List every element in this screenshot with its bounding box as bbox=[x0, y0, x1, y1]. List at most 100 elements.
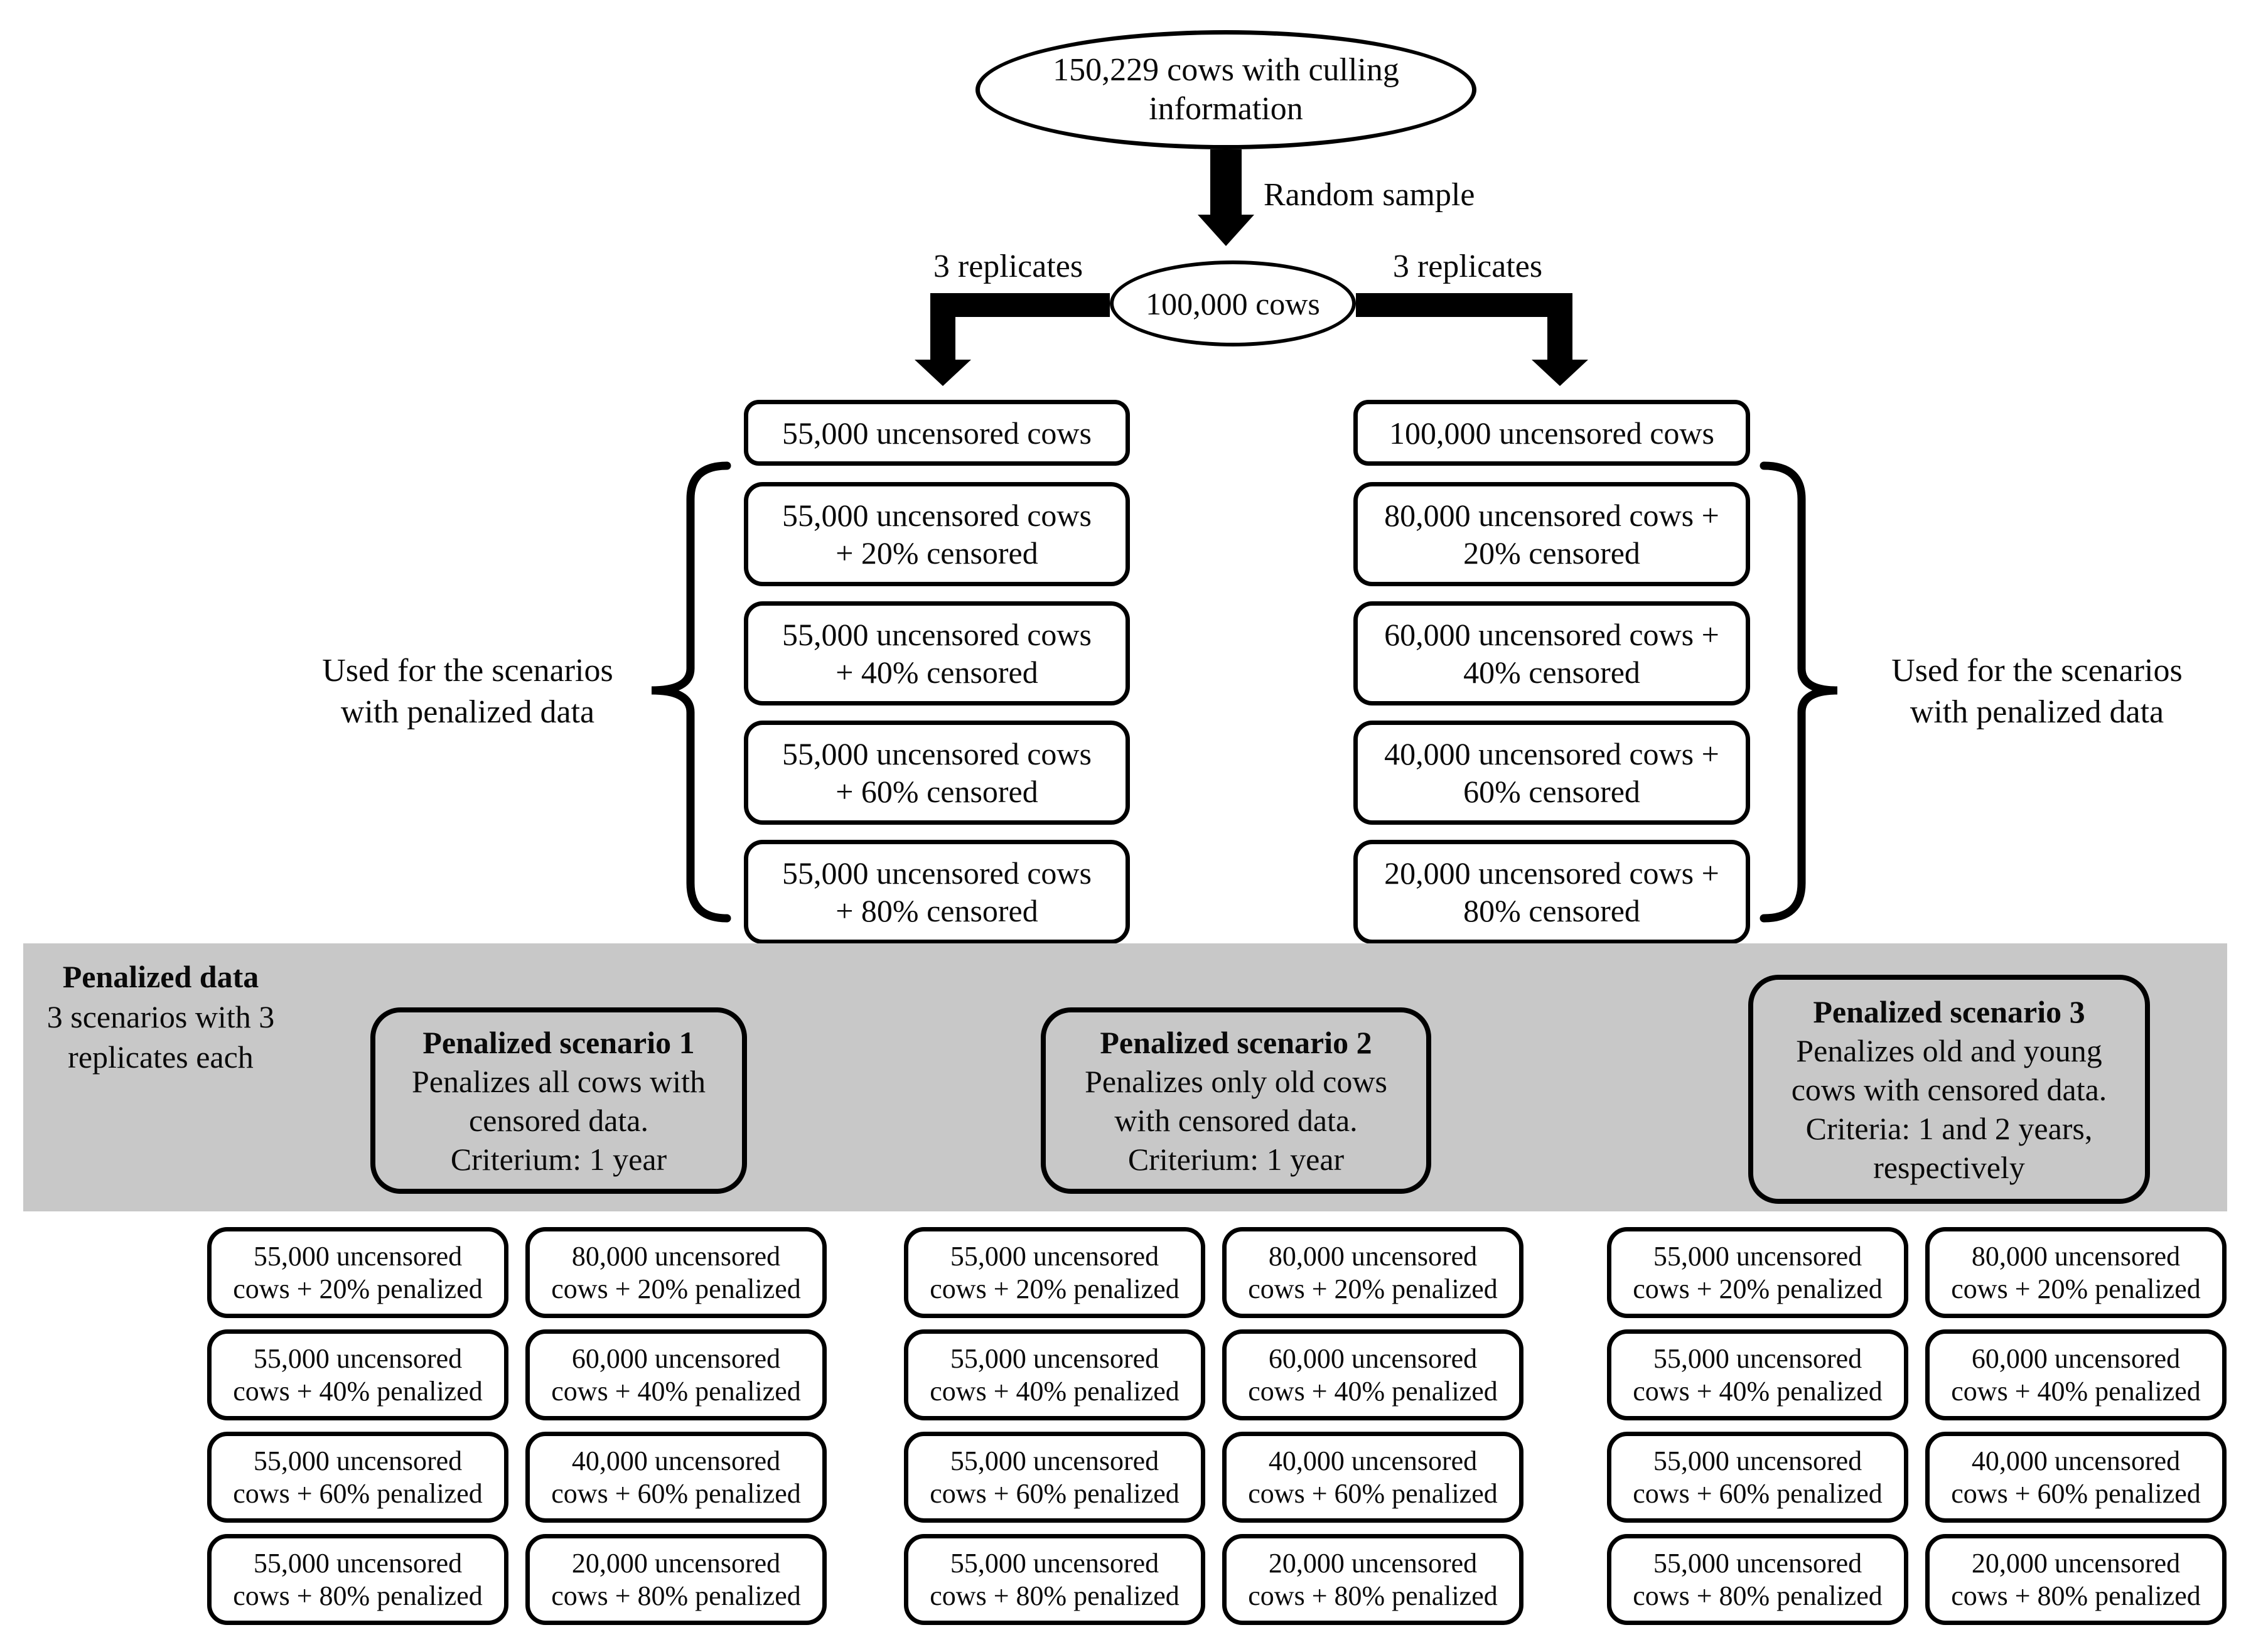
right-censored-box-20: 80,000 uncensored cows + 20% censored bbox=[1353, 482, 1750, 586]
box-line: + 40% censored bbox=[836, 655, 1038, 690]
penalized-band-header: Penalized data 3 scenarios with 3 replic… bbox=[23, 957, 299, 1077]
replicates-left-label: 3 replicates bbox=[933, 249, 1083, 284]
pbox-line: 40,000 uncensored bbox=[571, 1445, 781, 1476]
right-censored-box-60: 40,000 uncensored cows + 60% censored bbox=[1353, 721, 1750, 825]
right-censored-box-40: 60,000 uncensored cows + 40% censored bbox=[1353, 601, 1750, 705]
brace-label-line: with penalized data bbox=[1910, 694, 2164, 730]
pbox-line: cows + 80% penalized bbox=[233, 1580, 483, 1611]
pbox-line: 20,000 uncensored bbox=[1971, 1547, 2181, 1579]
pbox-line: cows + 20% penalized bbox=[1951, 1273, 2201, 1304]
box-line: 60,000 uncensored cows + bbox=[1384, 617, 1719, 652]
pbox-line: 55,000 uncensored bbox=[950, 1445, 1159, 1476]
scenario-line: Penalizes all cows with bbox=[412, 1063, 706, 1099]
scenario-line: respectively bbox=[1873, 1149, 2025, 1185]
box-line: 40,000 uncensored cows + bbox=[1384, 736, 1719, 771]
left-censored-box-80: 55,000 uncensored cows + 80% censored bbox=[744, 840, 1130, 944]
sample-ellipse: 100,000 cows bbox=[1110, 260, 1356, 346]
brace-label-line: with penalized data bbox=[340, 694, 595, 730]
box-line: 55,000 uncensored cows bbox=[782, 617, 1092, 652]
pbox-line: cows + 80% penalized bbox=[551, 1580, 801, 1611]
brace-label-line: Used for the scenarios bbox=[1891, 653, 2183, 689]
left-base-box: 55,000 uncensored cows bbox=[744, 400, 1130, 466]
box-line: 40% censored bbox=[1463, 655, 1640, 690]
pbox-line: 80,000 uncensored bbox=[1971, 1240, 2181, 1272]
scenario-line: Criterium: 1 year bbox=[450, 1141, 667, 1177]
pbox-line: 55,000 uncensored bbox=[253, 1343, 463, 1374]
box-line: + 20% censored bbox=[836, 535, 1038, 571]
box-line: 20% censored bbox=[1463, 535, 1640, 571]
pbox-line: cows + 40% penalized bbox=[930, 1375, 1179, 1407]
box-line: 80,000 uncensored cows + bbox=[1384, 498, 1719, 533]
pbox-line: cows + 80% penalized bbox=[930, 1580, 1179, 1611]
pbox-line: cows + 20% penalized bbox=[1248, 1273, 1498, 1304]
box-line: 55,000 uncensored cows bbox=[782, 856, 1092, 891]
pbox-line: cows + 60% penalized bbox=[930, 1478, 1179, 1509]
scenario-line: Penalizes only old cows bbox=[1085, 1063, 1387, 1099]
pbox-line: cows + 80% penalized bbox=[1951, 1580, 2201, 1611]
left-censored-box-40: 55,000 uncensored cows + 40% censored bbox=[744, 601, 1130, 705]
down-arrow-head bbox=[1198, 215, 1254, 246]
source-ellipse-line2: information bbox=[1149, 91, 1303, 127]
band-header-line3: replicates each bbox=[68, 1039, 254, 1075]
pbox-line: 60,000 uncensored bbox=[571, 1343, 781, 1374]
pbox-line: cows + 40% penalized bbox=[1248, 1375, 1498, 1407]
pbox-line: 20,000 uncensored bbox=[1268, 1547, 1478, 1579]
right-brace bbox=[1760, 461, 1838, 923]
pbox-line: 60,000 uncensored bbox=[1971, 1343, 2181, 1374]
right-base-box: 100,000 uncensored cows bbox=[1353, 400, 1750, 466]
box-line: + 80% censored bbox=[836, 893, 1038, 928]
pbox-line: cows + 60% penalized bbox=[1248, 1478, 1498, 1509]
pbox-line: 55,000 uncensored bbox=[253, 1240, 463, 1272]
left-brace-label: Used for the scenarios with penalized da… bbox=[279, 650, 656, 733]
scenario-line: Criteria: 1 and 2 years, bbox=[1805, 1110, 2093, 1146]
pbox-line: cows + 40% penalized bbox=[551, 1375, 801, 1407]
scenario-title: Penalized scenario 2 bbox=[1100, 1024, 1372, 1060]
right-elbow-hbar bbox=[1356, 293, 1572, 317]
pbox-line: cows + 80% penalized bbox=[1248, 1580, 1498, 1611]
left-elbow-hbar bbox=[930, 293, 1110, 317]
left-column: 55,000 uncensored cows 55,000 uncensored… bbox=[744, 400, 1130, 944]
pbox-line: cows + 20% penalized bbox=[233, 1273, 483, 1304]
scenario-line: cows with censored data. bbox=[1791, 1071, 2107, 1107]
pbox-line: cows + 40% penalized bbox=[233, 1375, 483, 1407]
pbox-line: 55,000 uncensored bbox=[1653, 1445, 1862, 1476]
pbox-line: cows + 60% penalized bbox=[1951, 1478, 2201, 1509]
pbox-line: 40,000 uncensored bbox=[1971, 1445, 2181, 1476]
scenario-line: censored data. bbox=[469, 1102, 648, 1138]
pbox-line: cows + 60% penalized bbox=[233, 1478, 483, 1509]
scenario-2-box: Penalized scenario 2 Penalizes only old … bbox=[1041, 1007, 1431, 1194]
pbox-line: 60,000 uncensored bbox=[1268, 1343, 1478, 1374]
band-header-title: Penalized data bbox=[62, 959, 259, 994]
pbox-line: 40,000 uncensored bbox=[1268, 1445, 1478, 1476]
left-elbow-vbar bbox=[930, 293, 955, 360]
replicates-right-label: 3 replicates bbox=[1392, 249, 1543, 284]
source-ellipse: 150,229 cows with culling information bbox=[975, 30, 1476, 149]
right-elbow-arrow-head bbox=[1532, 360, 1588, 386]
random-sample-label: Random sample bbox=[1264, 177, 1475, 213]
pbox-line: cows + 60% penalized bbox=[1633, 1478, 1883, 1509]
pbox-line: cows + 20% penalized bbox=[930, 1273, 1179, 1304]
pbox-line: 55,000 uncensored bbox=[1653, 1547, 1862, 1579]
scenario-1-box: Penalized scenario 1 Penalizes all cows … bbox=[370, 1007, 747, 1194]
left-brace bbox=[651, 461, 731, 923]
pbox-line: 80,000 uncensored bbox=[1268, 1240, 1478, 1272]
